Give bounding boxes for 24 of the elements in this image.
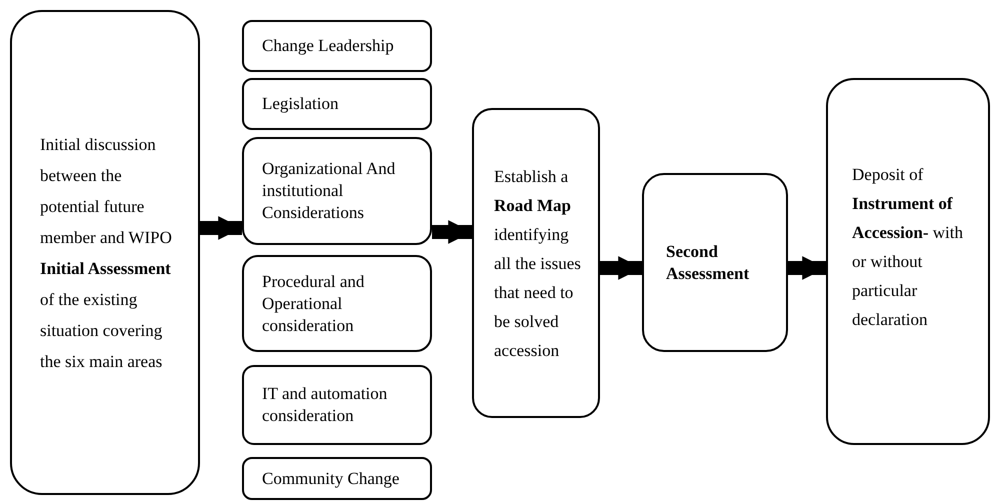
process-box (472, 108, 600, 418)
box-text: Procedural and Operational consideration (262, 270, 366, 336)
process-box (242, 457, 432, 500)
process-box (242, 20, 432, 72)
box-text: Establish a Road Map identifying all the issues that need to be solved accession (494, 166, 582, 362)
process-box (10, 10, 200, 495)
box-text: Deposit of Instrument of Accession- with or without particular declaration (852, 164, 964, 331)
process-box (826, 78, 990, 445)
box-text: Legislation (262, 93, 338, 115)
process-box (242, 365, 432, 445)
box-text: Initial discussion between the potential future member and WIPO Initial Assessment of the existing situation covering the six main areas (40, 134, 173, 372)
process-box (242, 78, 432, 130)
box-text: Change Leadership (262, 35, 394, 57)
block-arrow (432, 220, 472, 244)
block-arrow (200, 216, 242, 240)
block-arrow (788, 256, 826, 280)
box-text: Second Assessment (666, 240, 750, 284)
box-text: Organizational And institutional Considerations (262, 158, 396, 224)
box-text: IT and automation consideration (262, 383, 388, 427)
process-box (242, 255, 432, 352)
process-box (242, 137, 432, 245)
block-arrow (600, 256, 642, 280)
box-text: Community Change (262, 468, 400, 490)
process-box (642, 173, 788, 352)
